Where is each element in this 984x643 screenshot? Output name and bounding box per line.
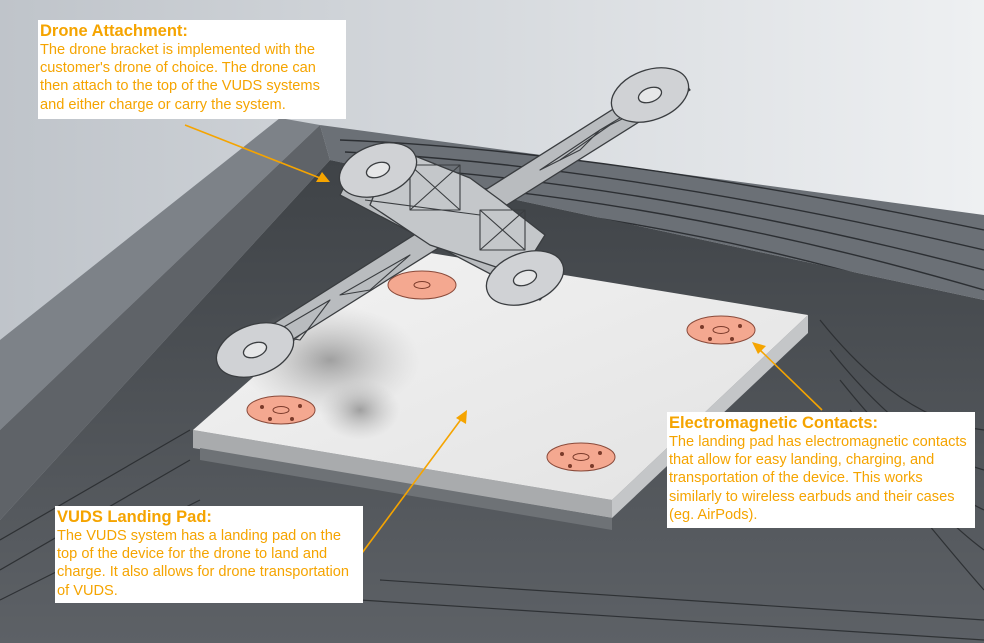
callout-body: The drone bracket is implemented with th… [40,42,320,113]
callout-title: VUDS Landing Pad: [57,508,212,526]
contact-pad [387,270,457,300]
leader-contacts [759,349,823,411]
pad-side-front [193,430,612,518]
contact-pad [246,395,316,425]
enclosure-left-face [0,125,330,520]
motor-mount [485,250,565,306]
arrowhead-contacts [752,342,766,354]
pad-base-layer [200,448,612,530]
callout-body: The landing pad has electromagnetic cont… [669,434,967,523]
leader-pad [361,417,463,554]
drone-shadow-arm [320,380,400,440]
callout-title: Electromagnetic Contacts: [669,414,879,432]
leader-drone [184,124,321,179]
arrowhead-pad [456,410,467,424]
enclosure-left-wall [0,118,320,430]
motor-mount [215,322,295,378]
leader-lines [184,124,823,554]
drone-bracket [215,67,691,378]
callout-title: Drone Attachment: [40,22,188,40]
motor-mount [338,142,418,198]
callout-electromagnetic-contacts: Electromagnetic Contacts: The landing pa… [667,412,975,528]
callout-drone-attachment: Drone Attachment: The drone bracket is i… [38,20,346,119]
motor-mount [610,67,690,123]
contact-pad [686,315,756,345]
contact-pad [546,442,616,472]
callout-body: The VUDS system has a landing pad on the… [57,528,350,599]
arrowhead-drone [316,172,330,182]
callout-landing-pad: VUDS Landing Pad: The VUDS system has a … [55,506,363,603]
